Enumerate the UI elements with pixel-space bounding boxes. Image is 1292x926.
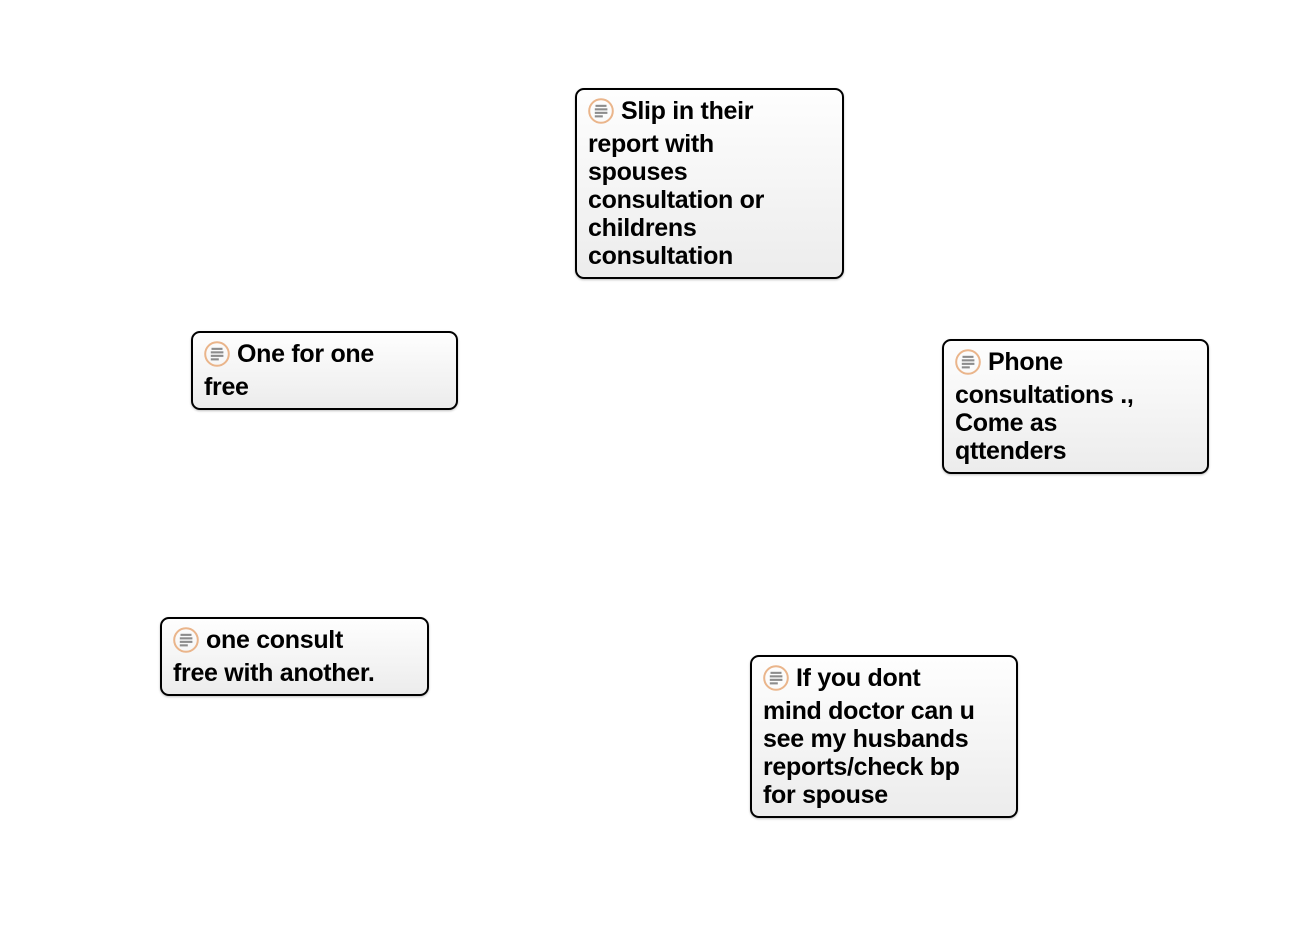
note-card[interactable]: one consult free with another. xyxy=(160,617,429,696)
note-text-icon xyxy=(588,98,614,130)
note-text: one consult free with another. xyxy=(173,626,375,687)
note-card[interactable]: Phone consultations ., Come as qttenders xyxy=(942,339,1209,474)
note-text: Phone consultations ., Come as qttenders xyxy=(955,348,1134,465)
note-text: If you dont mind doctor can u see my hus… xyxy=(763,664,975,809)
note-card[interactable]: One for one free xyxy=(191,331,458,410)
note-text-icon xyxy=(955,349,981,381)
note-text-icon xyxy=(763,665,789,697)
note-text: One for one free xyxy=(204,340,374,401)
note-card[interactable]: If you dont mind doctor can u see my hus… xyxy=(750,655,1018,818)
note-text-icon xyxy=(204,341,230,373)
note-card[interactable]: Slip in their report with spouses consul… xyxy=(575,88,844,279)
note-text: Slip in their report with spouses consul… xyxy=(588,97,765,270)
note-text-icon xyxy=(173,627,199,659)
